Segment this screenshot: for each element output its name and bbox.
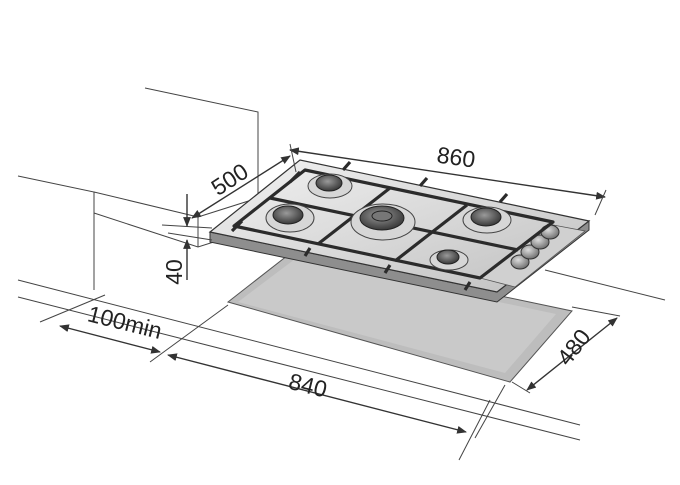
knob-icon (520, 244, 540, 260)
burner-icon (429, 249, 469, 271)
dimension-cutout-depth: 480 (552, 324, 596, 370)
knob-icon (510, 254, 530, 270)
dimension-depth-hob: 500 (206, 158, 252, 201)
burner-icon (307, 173, 353, 199)
dimension-clearance: 100min (85, 300, 164, 343)
dimension-cutout-width: 840 (286, 368, 330, 403)
cutout-inner (238, 259, 556, 373)
knob-icon (540, 224, 560, 240)
knob-icon (530, 234, 550, 250)
dimension-lines (39, 143, 621, 461)
dimension-height-hob: 40 (161, 259, 187, 285)
burner-icon (462, 206, 512, 234)
burner-icon (265, 203, 315, 233)
burner-icon (350, 203, 416, 241)
control-knobs (510, 224, 560, 270)
dimension-width-hob: 860 (435, 142, 477, 173)
